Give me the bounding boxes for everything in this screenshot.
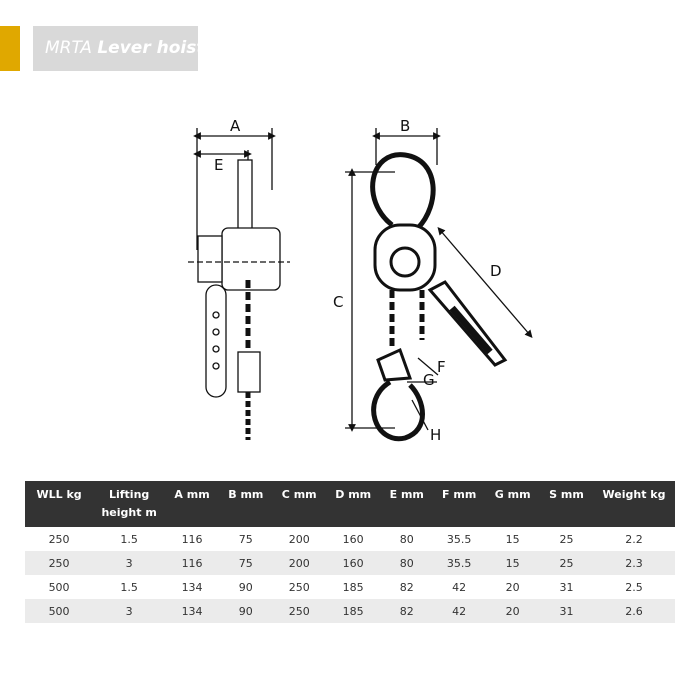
table-cell: 3 [93,599,166,623]
table-cell: 35.5 [446,532,472,546]
table-cell: 35.5 [432,551,486,575]
table-cell: 185 [325,599,381,623]
table-cell: 20 [485,599,540,623]
table-cell: 20 [505,580,520,594]
col-header: D mm [325,481,381,527]
table-cell: 500 [48,580,70,594]
col-header: E mm [380,481,433,527]
label-a: A [230,117,241,135]
table-cell: 1.5 [120,580,138,594]
col-header: B mm [218,481,273,527]
table-cell: 42 [432,599,486,623]
table-row: 500 1.5 134 90 250 185 82 42 20 31 2.5 [25,575,675,599]
table-cell: 42 [452,580,467,594]
accent-bar [0,26,20,71]
col-header: S mm [539,481,593,527]
table-cell: 90 [238,580,253,594]
table-cell: 160 [342,532,364,546]
label-b: B [400,117,410,135]
label-d: D [490,262,502,280]
table-cell: 25 [559,532,574,546]
table-cell: 25 [539,551,593,575]
table-cell: 15 [485,551,540,575]
table-cell: 2.6 [593,599,675,623]
col-header: Weight kg [593,481,675,527]
table-cell: 31 [539,599,593,623]
col-header: F mm [432,481,486,527]
side-view [188,128,290,440]
table-cell: 75 [238,532,253,546]
table-cell: 75 [218,551,273,575]
table-cell: 1.5 [120,532,138,546]
table-cell: 160 [325,551,381,575]
col-header: G mm [485,481,540,527]
table-cell: 134 [165,599,219,623]
table-cell: 31 [559,580,574,594]
table-cell: 15 [505,532,520,546]
table-cell: 90 [218,599,273,623]
page-title: MRTA Lever hoist [33,26,204,71]
label-e: E [214,156,223,174]
table-cell: 2.3 [593,551,675,575]
table-cell: 500 [25,599,94,623]
table-cell: 200 [272,551,326,575]
table-cell: 116 [181,532,203,546]
table-cell: 80 [380,551,433,575]
table-cell: 250 [48,532,70,546]
table-cell: 2.5 [625,580,643,594]
table-cell: 250 [25,551,94,575]
col-header: A mm [165,481,219,527]
label-f: F [437,358,446,376]
table-cell: 185 [342,580,364,594]
table-cell: 250 [288,580,310,594]
col-header: C mm [272,481,326,527]
table-cell: 82 [399,580,414,594]
table-cell: 134 [181,580,203,594]
table-cell: 2.2 [625,532,643,546]
front-view [345,128,533,442]
table-cell: 250 [272,599,326,623]
label-h: H [430,426,441,444]
col-header: WLL kg [25,481,94,527]
table-cell: 82 [380,599,433,623]
label-g: G [423,371,435,389]
title-prefix: MRTA [45,38,92,58]
lever-hoist-diagram: A E B C D F G H [188,117,533,444]
table-cell: 116 [165,551,219,575]
title-main: Lever hoist [97,38,205,58]
label-c: C [333,293,343,311]
table-row: 250 1.5 116 75 200 160 80 35.5 15 25 2.2 [25,527,675,551]
table-cell: 3 [93,551,166,575]
table-cell: 200 [288,532,310,546]
table-cell: 80 [399,532,414,546]
